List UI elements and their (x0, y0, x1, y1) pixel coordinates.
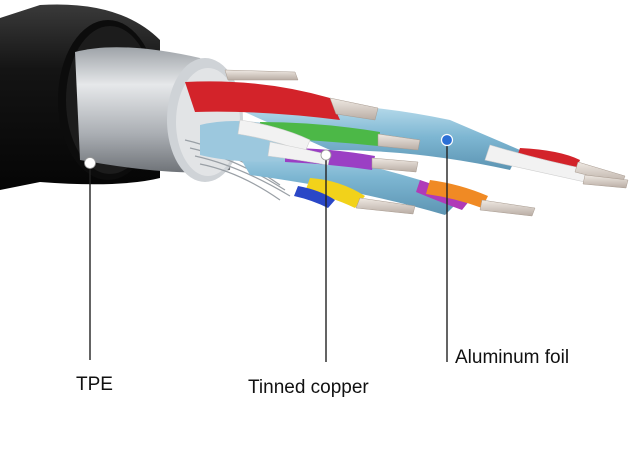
label-tpe: TPE (76, 374, 113, 396)
label-tinned-copper: Tinned copper (248, 377, 369, 399)
label-aluminum-foil: Aluminum foil (455, 347, 569, 369)
